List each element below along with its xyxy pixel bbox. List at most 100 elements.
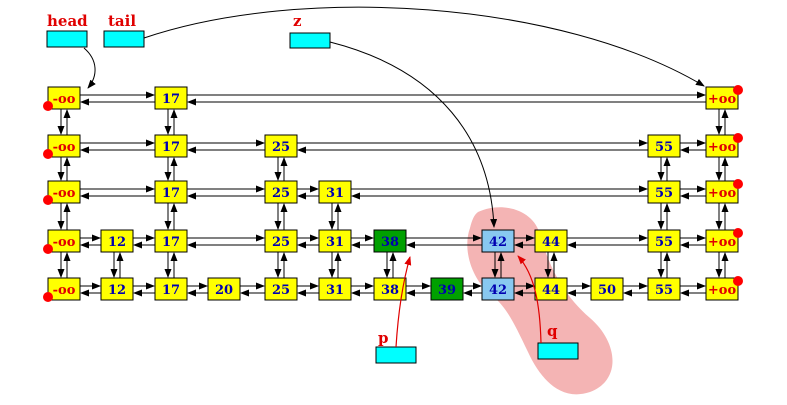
skip-list-node: 12 (100, 229, 134, 253)
node-box (705, 134, 739, 158)
node-box (47, 180, 81, 204)
sentinel-dot (733, 85, 743, 95)
node-key: 44 (542, 283, 560, 298)
tail-pointer: tail (103, 12, 145, 48)
z-pointer: z (289, 12, 331, 49)
node-box (100, 277, 134, 301)
node-box (47, 229, 81, 253)
skip-list-node: 42 (481, 229, 515, 253)
node-box (647, 180, 681, 204)
node-key: 42 (489, 283, 507, 298)
node-key: +oo (708, 140, 737, 155)
skip-list-node: 17 (154, 277, 188, 301)
node-box (154, 86, 188, 110)
skip-list-node: 38 (373, 229, 407, 253)
node-key: 25 (272, 140, 290, 155)
node-box (264, 134, 298, 158)
node-key: 55 (655, 140, 673, 155)
node-box (47, 134, 81, 158)
skip-list-node: +oo (705, 179, 743, 204)
q-pointer: q (537, 322, 579, 360)
skip-list-node: 42 (481, 277, 515, 301)
skip-list-node: 44 (534, 229, 568, 253)
skip-list-nodes: -oo 17 +oo -oo 17 25 55 +oo -oo 17 25 31 55 +oo -oo 12 1… (43, 85, 743, 302)
node-key: +oo (708, 186, 737, 201)
skip-list-node: 17 (154, 180, 188, 204)
node-box (154, 277, 188, 301)
skip-list-node: -oo (43, 180, 81, 205)
node-box (154, 180, 188, 204)
p-arrow (395, 256, 412, 348)
node-box (264, 180, 298, 204)
node-key: -oo (53, 235, 76, 250)
tail-pointer-box (103, 30, 145, 48)
node-key: 55 (655, 283, 673, 298)
skip-list-node: 25 (264, 180, 298, 204)
node-key: 12 (108, 283, 126, 298)
p-label: p (378, 329, 389, 347)
skip-list-node: 55 (647, 229, 681, 253)
node-box (318, 277, 352, 301)
head-label: head (47, 12, 88, 30)
node-box (373, 277, 407, 301)
node-key: 39 (438, 283, 456, 298)
skip-list-node: 55 (647, 180, 681, 204)
node-key: 38 (381, 235, 399, 250)
tail-arrow (143, 6, 705, 87)
node-box (430, 277, 464, 301)
skip-list-node: 31 (318, 229, 352, 253)
z-pointer-box (289, 32, 331, 49)
skip-list-node: 44 (534, 277, 568, 301)
node-key: 25 (272, 235, 290, 250)
node-key: 17 (162, 235, 180, 250)
node-key: 31 (326, 283, 344, 298)
skip-list-node: -oo (43, 229, 81, 254)
node-key: 17 (162, 140, 180, 155)
node-box (705, 229, 739, 253)
node-key: -oo (53, 140, 76, 155)
node-box (590, 277, 624, 301)
node-key: +oo (708, 92, 737, 107)
p-pointer-box (375, 346, 417, 364)
skip-list-node: 17 (154, 134, 188, 158)
node-key: -oo (53, 186, 76, 201)
node-box (534, 229, 568, 253)
node-key: 44 (542, 235, 560, 250)
skip-list-node: 31 (318, 180, 352, 204)
node-key: 25 (272, 283, 290, 298)
skip-list-node: 25 (264, 134, 298, 158)
node-box (264, 229, 298, 253)
p-pointer: p (375, 329, 417, 364)
node-key: +oo (708, 235, 737, 250)
skip-list-node: -oo (43, 86, 81, 111)
node-box (47, 86, 81, 110)
skip-list-node: +oo (705, 133, 743, 158)
node-key: 31 (326, 235, 344, 250)
skip-list-node: +oo (705, 276, 743, 301)
link-arrows (57, 91, 729, 297)
node-box (705, 86, 739, 110)
node-box (154, 229, 188, 253)
sentinel-dot (43, 244, 53, 254)
q-arrow (517, 255, 542, 344)
head-pointer-box (46, 30, 88, 48)
sentinel-dot (43, 195, 53, 205)
node-key: -oo (53, 92, 76, 107)
q-label: q (547, 322, 558, 340)
node-key: 55 (655, 235, 673, 250)
node-key: 17 (162, 283, 180, 298)
node-key: 55 (655, 186, 673, 201)
sentinel-dot (733, 179, 743, 189)
node-box (154, 134, 188, 158)
skip-list-node: 55 (647, 277, 681, 301)
node-key: 50 (598, 283, 616, 298)
sentinel-dot (43, 292, 53, 302)
skip-list-node: 12 (100, 277, 134, 301)
node-key: 31 (326, 186, 344, 201)
skip-list-node: 20 (207, 277, 241, 301)
node-box (647, 229, 681, 253)
z-label: z (293, 12, 302, 30)
node-box (264, 277, 298, 301)
node-box (318, 229, 352, 253)
